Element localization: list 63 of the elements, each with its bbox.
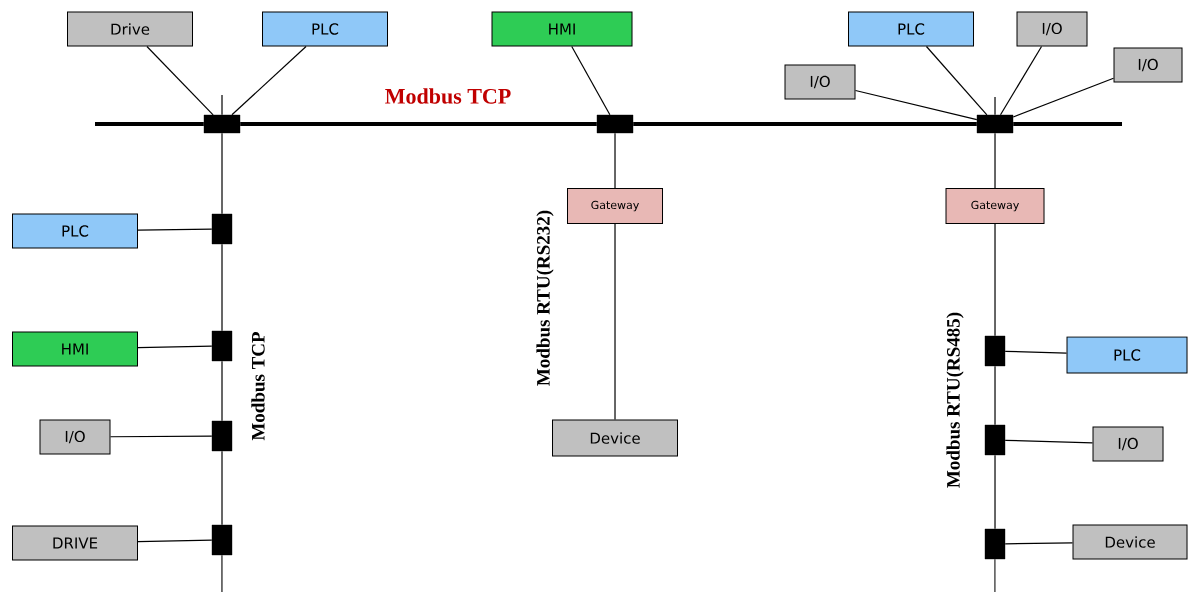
cable-line — [1004, 350, 1068, 354]
bus-line — [221, 554, 223, 592]
device-box: PLC — [1066, 336, 1188, 374]
bus-connector — [211, 524, 233, 556]
device-box: I/O — [1092, 426, 1164, 462]
cable-line — [854, 89, 978, 121]
bus-line — [221, 243, 223, 332]
bus-line — [1013, 122, 1122, 126]
cable-line — [571, 45, 611, 116]
cable-line — [999, 45, 1043, 116]
network-label: Modbus TCP — [251, 331, 265, 441]
cable-line — [146, 45, 214, 116]
bus-line — [994, 365, 996, 426]
network-label: Modbus TCP — [385, 88, 511, 104]
bus-connector — [984, 335, 1006, 367]
bus-connector — [211, 213, 233, 245]
bus-line — [95, 122, 204, 126]
bus-connector — [984, 424, 1006, 456]
bus-line — [994, 558, 996, 592]
bus-connector — [203, 114, 241, 134]
bus-line — [633, 122, 977, 126]
bus-connector — [211, 330, 233, 362]
bus-line — [221, 360, 223, 422]
device-box: HMI — [491, 11, 633, 47]
bus-connector — [976, 114, 1014, 134]
bus-line — [994, 223, 996, 337]
cable-line — [137, 228, 213, 231]
cable-line — [1004, 439, 1094, 444]
cable-line — [1012, 77, 1115, 118]
device-box: I/O — [39, 419, 111, 455]
device-box: PLC — [12, 213, 138, 249]
bus-connector — [596, 114, 634, 134]
device-box: I/O — [1113, 47, 1183, 83]
device-box: I/O — [784, 64, 856, 100]
cable-line — [925, 45, 988, 116]
bus-line — [994, 132, 996, 189]
bus-connector — [211, 420, 233, 452]
device-box: HMI — [12, 331, 138, 367]
device-box: Drive — [67, 11, 193, 47]
cable-line — [109, 435, 213, 438]
device-box: Device — [552, 419, 678, 457]
cable-line — [1004, 542, 1074, 545]
cable-line — [614, 223, 616, 421]
gateway-box: Gateway — [945, 188, 1045, 224]
bus-line — [221, 132, 223, 215]
device-box: DRIVE — [12, 525, 138, 561]
cable-line — [137, 539, 213, 543]
gateway-box: Gateway — [567, 188, 663, 224]
device-box: PLC — [848, 11, 974, 47]
device-box: I/O — [1016, 11, 1088, 47]
cable-line — [137, 345, 213, 349]
bus-line — [614, 132, 616, 189]
cable-line — [231, 45, 307, 116]
device-box: PLC — [262, 11, 388, 47]
network-label: Modbus RTU(RS232) — [536, 210, 554, 386]
device-box: Device — [1072, 524, 1188, 560]
bus-connector — [984, 528, 1006, 560]
bus-line — [240, 122, 597, 126]
bus-line — [221, 94, 223, 116]
bus-line — [994, 454, 996, 530]
bus-line — [221, 450, 223, 526]
network-label: Modbus RTU(RS485) — [946, 312, 964, 488]
bus-line — [994, 96, 996, 116]
